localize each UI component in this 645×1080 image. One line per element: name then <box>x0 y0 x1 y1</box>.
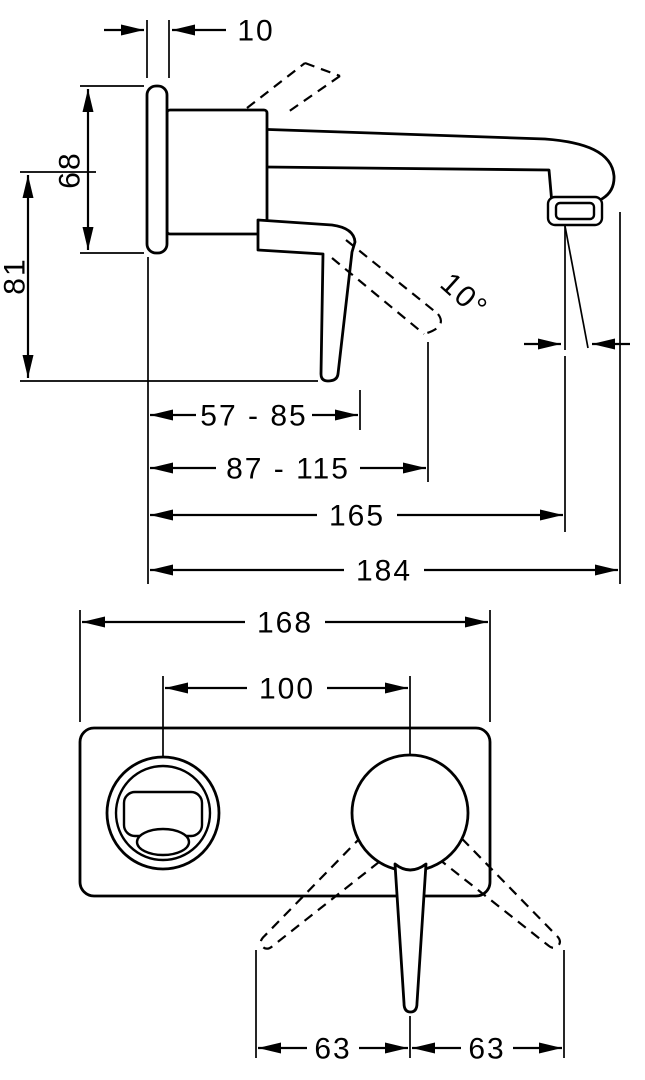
label-mask <box>344 554 424 587</box>
dim-label: 168 <box>257 607 313 640</box>
handle-lever-front <box>393 862 428 1014</box>
label-mask <box>461 1032 513 1065</box>
dashed-line <box>304 61 341 78</box>
handle-dashed-up <box>246 61 341 113</box>
label-mask <box>247 672 327 705</box>
dim-label: 63 <box>314 1033 351 1066</box>
aerator-front <box>135 827 191 857</box>
dim-label: 10 <box>237 15 274 48</box>
wall-plate-side <box>145 84 169 255</box>
label-mask <box>307 1032 359 1065</box>
dashed-line <box>246 62 306 109</box>
label-mask <box>245 606 325 639</box>
label-mask <box>317 499 397 532</box>
dashed-line <box>331 257 425 335</box>
front-view <box>78 726 570 1014</box>
dim-spout-reach: 165 <box>150 356 566 533</box>
side-view: 10° <box>145 61 630 383</box>
dim-label: 165 <box>329 500 385 533</box>
dim-label: 68 <box>54 151 87 188</box>
spray-angle-lines <box>524 225 630 350</box>
dim-lever-swing: 63 63 <box>255 950 565 1066</box>
dim-range-long: 87 - 115 <box>150 342 429 486</box>
mixer-body-side <box>165 108 269 236</box>
dim-label: 81 <box>0 257 32 294</box>
dim-hole-distance: 100 <box>162 672 411 757</box>
dim-label: 100 <box>259 673 315 706</box>
side-view-dimensions: 10 68 81 57 - 85 <box>0 15 621 588</box>
dim-angle-label: 10° <box>434 267 494 326</box>
stream-line-tilted <box>564 225 589 349</box>
handle-lever-side <box>256 218 357 383</box>
dim-depth-total: 184 <box>150 212 621 588</box>
dim-plate-thickness: 10 <box>104 15 274 78</box>
dashed-line <box>287 75 341 113</box>
front-view-dimensions: 168 100 63 63 <box>79 606 565 1066</box>
dim-label: 184 <box>356 555 412 588</box>
dim-plate-height: 68 <box>54 85 144 254</box>
dim-range-short: 57 - 85 <box>150 390 361 433</box>
dim-label: 57 - 85 <box>200 400 307 433</box>
dashed-line <box>345 239 439 315</box>
dashed-cap <box>423 313 442 336</box>
label-mask <box>196 399 312 432</box>
label-mask <box>216 452 360 485</box>
dim-label: 87 - 115 <box>226 453 350 486</box>
dim-plate-width: 168 <box>79 606 491 722</box>
handle-dashed-forward <box>331 239 442 336</box>
dim-height-total: 81 <box>0 171 318 382</box>
dim-label: 63 <box>468 1033 505 1066</box>
aerator-outlet <box>554 201 596 221</box>
handle-escutcheon <box>350 753 470 873</box>
